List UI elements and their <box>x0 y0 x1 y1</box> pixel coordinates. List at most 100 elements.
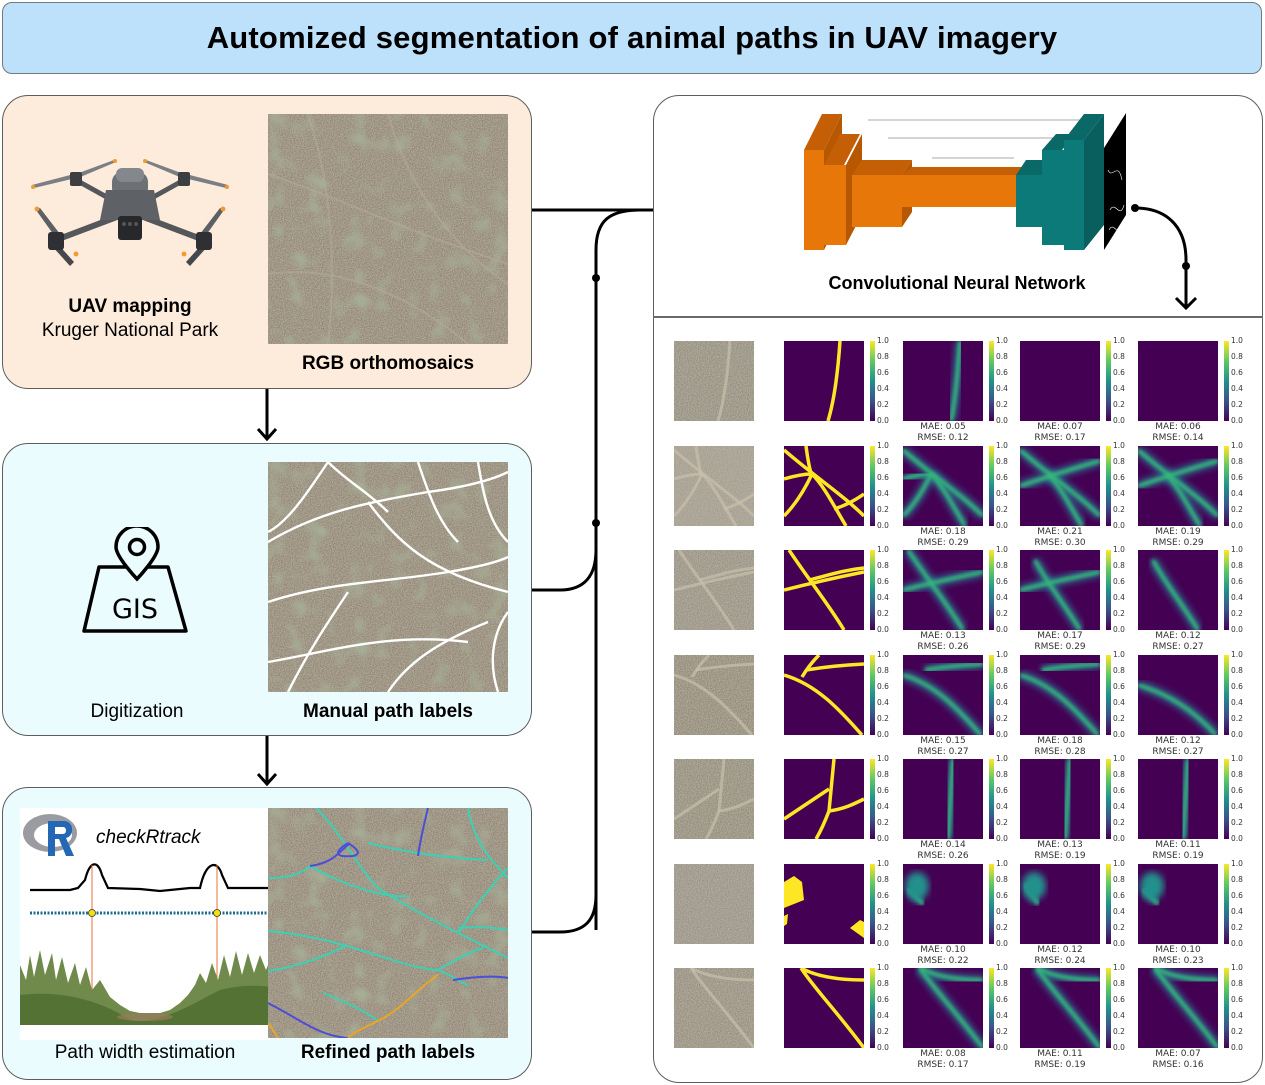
colorbar-tick-label: 1.0 <box>877 545 889 554</box>
colorbar-tick-label: 0.2 <box>877 400 889 409</box>
colorbar-tick-label: 0.6 <box>877 577 889 586</box>
rgb-orthomosaic-image <box>268 114 508 344</box>
prediction-tile <box>1138 445 1218 526</box>
colorbar-tick-label: 0.0 <box>877 938 889 948</box>
rmse-value: RMSE: 0.26 <box>917 851 969 861</box>
colorbar-tick-label: 0.2 <box>877 818 889 827</box>
colorbar-tick-label: 0.2 <box>877 609 889 618</box>
colorbar-tick-label: 0.0 <box>877 625 889 634</box>
rmse-value: RMSE: 0.27 <box>1152 746 1204 757</box>
colorbar-tick-label: 0.4 <box>877 593 889 602</box>
colorbar-tick-label: 0.4 <box>1113 802 1125 811</box>
colorbar-tick-label: 0.8 <box>877 561 889 570</box>
colorbar-tick-label: 0.6 <box>1113 995 1125 1004</box>
colorbar-tick-label: 1.0 <box>877 754 889 763</box>
mae-value: MAE: 0.21 <box>1037 526 1083 537</box>
prediction-tile <box>1020 550 1100 630</box>
colorbar-tick-label: 0.4 <box>996 1011 1008 1020</box>
colorbar-tick-label: 0.0 <box>1231 1043 1243 1052</box>
colorbar-tick-label: 1.0 <box>1113 336 1125 345</box>
colorbar-tick-label: 1.0 <box>1113 754 1125 763</box>
manual-path-labels-caption: Manual path labels <box>303 701 473 722</box>
colorbar-tick-label: 0.8 <box>996 979 1008 988</box>
mae-value: MAE: 0.06 <box>1155 422 1201 432</box>
colorbar-tick-label: 1.0 <box>1231 545 1243 554</box>
colorbar-tick-label: 0.6 <box>996 995 1008 1004</box>
rgb-input-tile <box>674 550 754 630</box>
colorbar-tick-label: 0.4 <box>996 802 1008 811</box>
arrow-manual-labels <box>532 549 598 592</box>
colorbar-tick-label: 0.0 <box>1231 938 1243 948</box>
colorbar-tick-label: 0.2 <box>1113 1027 1125 1036</box>
arrow-refined-labels <box>532 894 598 934</box>
prediction-tile <box>1020 445 1100 526</box>
uav-mapping-heading: UAV mapping <box>68 296 192 317</box>
digitization-caption: Digitization <box>90 701 184 722</box>
mae-value: MAE: 0.18 <box>920 526 966 537</box>
rmse-value: RMSE: 0.12 <box>917 433 969 443</box>
colorbar-tick-label: 0.0 <box>1113 834 1125 843</box>
colorbar-tick-label: 1.0 <box>996 545 1008 554</box>
rmse-value: RMSE: 0.17 <box>1034 433 1086 443</box>
colorbar-tick-label: 1.0 <box>877 858 889 868</box>
colorbar-tick-label: 0.0 <box>1113 625 1125 634</box>
colorbar-tick-label: 0.0 <box>996 834 1008 843</box>
rgb-input-tile <box>674 445 754 526</box>
mae-value: MAE: 0.07 <box>1155 1049 1201 1059</box>
colorbar-tick-label: 0.4 <box>877 488 889 498</box>
colorbar-tick-label: 0.4 <box>1113 593 1125 602</box>
colorbar-tick-label: 0.8 <box>1231 352 1243 361</box>
rmse-value: RMSE: 0.29 <box>1152 537 1204 548</box>
checkrtrack-tool-name: checkRtrack <box>96 827 201 848</box>
colorbar-tick-label: 0.8 <box>877 665 889 675</box>
colorbar-tick-label: 0.4 <box>1231 802 1243 811</box>
label-bus-line <box>594 208 641 930</box>
rgb-input-tile <box>674 968 754 1048</box>
colorbar-tick-label: 0.2 <box>1113 400 1125 409</box>
colorbar-tick-label: 1.0 <box>1231 858 1243 868</box>
rmse-value: RMSE: 0.19 <box>1152 851 1204 861</box>
cnn-unet-diagram <box>804 113 1126 250</box>
gis-icon-text: GIS <box>112 594 158 625</box>
refined-path-labels-image <box>268 808 508 1038</box>
colorbar-tick-label: 0.6 <box>1113 786 1125 795</box>
colorbar-tick-label: 0.6 <box>1231 577 1243 586</box>
colorbar-tick-label: 0.8 <box>1231 665 1243 675</box>
colorbar-tick-label: 0.2 <box>996 922 1008 932</box>
colorbar-tick-label: 1.0 <box>996 754 1008 763</box>
colorbar-tick-label: 0.4 <box>1113 488 1125 498</box>
colorbar-tick-label: 0.8 <box>1113 352 1125 361</box>
rmse-value: RMSE: 0.30 <box>1034 537 1086 548</box>
colorbar-tick-label: 0.4 <box>1231 1011 1243 1020</box>
cnn-decoder-blocks <box>1016 113 1126 250</box>
colorbar-tick-label: 0.4 <box>877 802 889 811</box>
mae-value: MAE: 0.15 <box>920 735 966 746</box>
colorbar-tick-label: 0.8 <box>996 770 1008 779</box>
diagram-title: Automized segmentation of animal paths i… <box>206 20 1058 55</box>
colorbar-tick-label: 0.8 <box>877 770 889 779</box>
colorbar: 1.0 0.8 0.6 0.4 0.2 0.0 <box>870 545 889 635</box>
prediction-tile <box>1138 550 1218 630</box>
colorbar-tick-label: 0.6 <box>996 368 1008 377</box>
colorbar-tick-label: 0.0 <box>1231 625 1243 634</box>
prediction-tile <box>1020 968 1100 1048</box>
mae-value: MAE: 0.19 <box>1155 526 1201 537</box>
colorbar-tick-label: 0.4 <box>996 906 1008 916</box>
mae-value: MAE: 0.14 <box>920 840 966 850</box>
colorbar-tick-label: 0.2 <box>996 609 1008 618</box>
rgb-orthomosaics-caption: RGB orthomosaics <box>301 353 475 374</box>
colorbar-tick-label: 0.0 <box>877 1043 889 1052</box>
colorbar-tick-label: 0.2 <box>996 1027 1008 1036</box>
colorbar-tick-label: 0.6 <box>996 786 1008 795</box>
